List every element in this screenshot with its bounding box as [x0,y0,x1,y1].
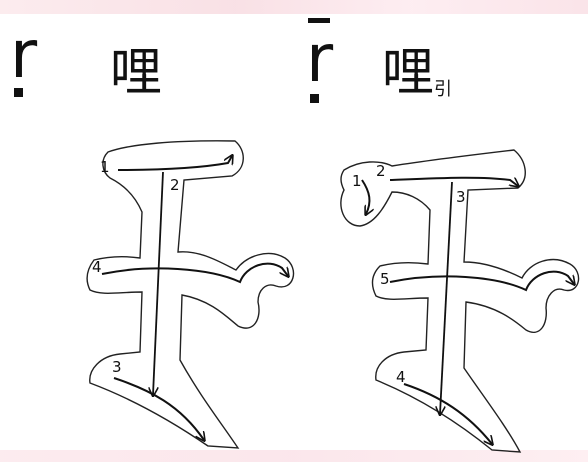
left-glyph-outline [86,140,295,449]
right-stroke-4 [403,383,492,444]
right-stroke-number-2: 2 [376,162,386,180]
right-letter: r [306,20,334,97]
left-letter-dot [14,88,23,97]
right-stroke-2 [389,176,518,186]
right-stroke-number-3: 3 [456,188,466,206]
right-glyph-outline [340,149,580,453]
left-stroke-1 [117,156,232,171]
right-hanzi-suffix: 引 [434,79,452,100]
left-stroke-diagram: 1 2 3 4 [86,140,295,449]
left-stroke-4 [101,262,288,284]
left-hanzi: 哩 [110,43,163,103]
right-stroke-1 [361,179,369,214]
right-stroke-5 [389,270,574,292]
left-panel: r 哩 1 2 3 4 [10,16,295,449]
right-hanzi: 哩 [382,43,435,103]
right-stroke-number-1: 1 [352,172,362,190]
right-stroke-3 [440,181,453,414]
right-stroke-diagram: 1 2 3 4 5 [340,149,580,453]
bottom-decorative-band [0,450,588,462]
left-stroke-3 [113,377,204,440]
left-stroke-number-3: 3 [112,358,122,376]
left-stroke-number-2: 2 [170,176,180,194]
right-letter-macron [308,18,330,23]
right-letter-dot [310,94,319,103]
top-decorative-band [0,0,588,14]
left-stroke-number-1: 1 [100,158,110,176]
right-stroke-number-5: 5 [380,270,390,288]
right-panel: r 哩 引 1 2 3 4 5 [300,0,588,462]
left-letter: r [10,16,38,93]
left-stroke-number-4: 4 [92,258,102,276]
left-stroke-2 [153,171,164,395]
right-stroke-number-4: 4 [396,368,406,386]
